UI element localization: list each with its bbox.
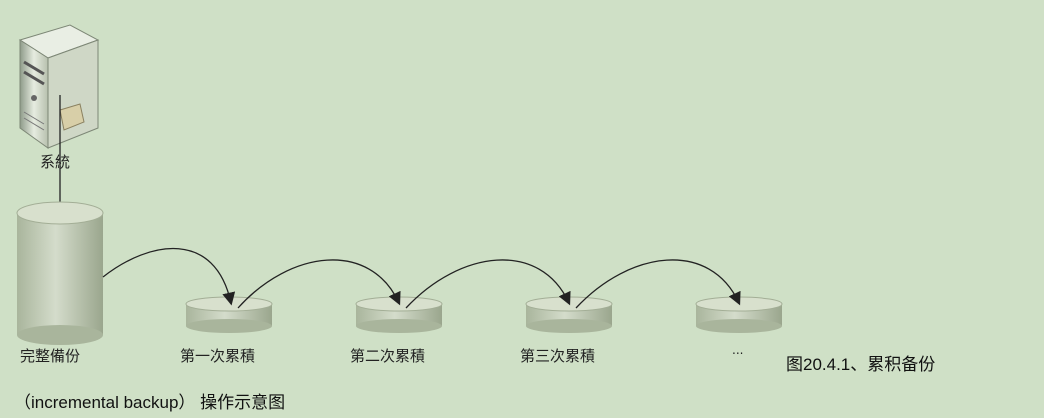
full-backup-cylinder xyxy=(16,201,104,345)
inc3-label: 第三次累積 xyxy=(520,347,596,365)
incremental-disk-1 xyxy=(185,296,273,333)
inc2-label: 第二次累積 xyxy=(350,347,426,365)
full-backup-label: 完整備份 xyxy=(20,347,81,365)
arrow-inc2-to-inc3 xyxy=(405,259,571,309)
arrow-inc1-to-inc2 xyxy=(237,259,401,309)
caption-line1: 图20.4.1、累积备份 xyxy=(786,355,936,374)
arrow-full-to-inc1 xyxy=(102,247,236,306)
caption-line2: （incremental backup） 操作示意图 xyxy=(14,393,286,412)
incremental-disk-3 xyxy=(525,296,613,333)
server-tower-icon xyxy=(18,24,100,149)
system-label: 系統 xyxy=(40,153,71,171)
arrow-inc3-to-more xyxy=(575,259,741,309)
incremental-disk-2 xyxy=(355,296,443,333)
more-label: ... xyxy=(732,343,744,357)
inc1-label: 第一次累積 xyxy=(180,347,256,365)
